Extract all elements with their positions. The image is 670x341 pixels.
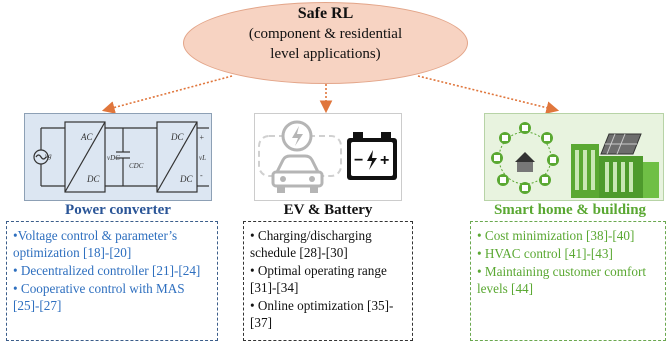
list-item: • Cost minimization [38]-[40]	[477, 228, 635, 243]
list-item: •Voltage control & parameter’s optimizat…	[13, 228, 178, 260]
list-item: • HVAC control [41]-[43]	[477, 246, 613, 261]
circuit-label-plus: +	[199, 133, 204, 142]
list-item: • Online optimization [35]-[37]	[250, 298, 394, 330]
power-converter-list: •Voltage control & parameter’s optimizat…	[6, 221, 218, 341]
circuit-label-cdc: CDC	[129, 162, 144, 170]
circuit-label-dc3: DC	[179, 174, 193, 184]
circuit-label-minus: -	[200, 171, 203, 180]
category-ev-battery: EV & Battery	[283, 202, 373, 218]
ev-battery-image: − +	[254, 113, 402, 201]
list-item: • Cooperative control with MAS [25]-[27]	[13, 281, 185, 313]
circuit-label-vg: vg	[45, 152, 52, 160]
list-item: • Optimal operating range [31]-[34]	[250, 263, 387, 295]
root-subtitle-line1: (component & residential	[248, 26, 403, 42]
root-label: Safe RL (component & residential level a…	[183, 4, 468, 64]
circuit-label-dc2: DC	[170, 132, 184, 142]
category-smart-home: Smart home & building	[493, 202, 647, 218]
circuit-label-ac: AC	[80, 132, 93, 142]
circuit-label-vl: vL	[199, 154, 206, 162]
power-converter-circuit-icon: AC DC DC DC vg vDC CDC vL + -	[33, 121, 209, 193]
root-node	[183, 2, 468, 84]
battery-minus-sign: −	[354, 152, 363, 169]
smart-home-icon	[491, 122, 659, 198]
list-item: • Charging/discharging schedule [28]-[30…	[250, 228, 372, 260]
ev-battery-icon: − +	[258, 120, 397, 193]
category-power-converter: Power converter	[65, 202, 171, 218]
arrow-to-power-converter	[101, 75, 233, 114]
arrow-to-smart-home	[417, 75, 560, 114]
power-converter-image: AC DC DC DC vg vDC CDC vL + -	[24, 113, 212, 201]
root-title: Safe RL	[297, 5, 354, 22]
circuit-label-vdc: vDC	[107, 154, 120, 162]
circuit-label-dc1: DC	[86, 174, 100, 184]
battery-plus-sign: +	[380, 152, 389, 169]
smart-home-list: • Cost minimization [38]-[40] • HVAC con…	[470, 221, 666, 341]
list-item: • Decentralized controller [21]-[24]	[13, 263, 201, 278]
smart-home-image	[484, 113, 664, 201]
list-item: • Maintaining customer comfort levels [4…	[477, 264, 647, 296]
root-subtitle-line2: level applications)	[270, 46, 381, 62]
ev-battery-list: • Charging/discharging schedule [28]-[30…	[243, 221, 413, 341]
